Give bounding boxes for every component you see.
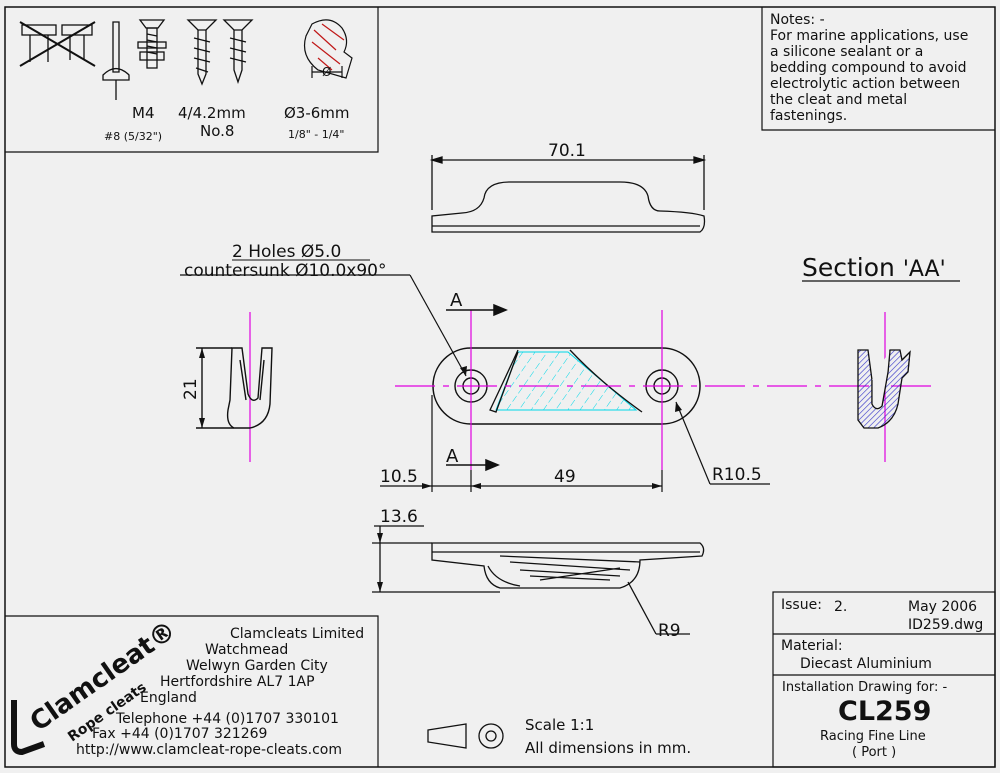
- dimension-bottom-radius: R9: [658, 621, 681, 641]
- product-description: Racing Fine Line: [820, 729, 926, 744]
- screw-number-label: No.8: [200, 122, 234, 140]
- company-box: [5, 615, 379, 767]
- section-label: Section: [802, 253, 903, 282]
- notes-line-2: a silicone sealant or a: [770, 44, 924, 60]
- issue-value: 2.: [834, 599, 848, 615]
- title-block: [772, 591, 996, 768]
- company-address-3: Hertfordshire AL7 1AP: [160, 674, 315, 690]
- section-id: 'AA': [903, 257, 946, 282]
- section-marker-top: A: [450, 290, 463, 311]
- company-telephone: Telephone +44 (0)1707 330101: [116, 711, 339, 727]
- scale-icons: [427, 723, 504, 749]
- rivet-size-label: M4: [132, 104, 155, 122]
- product-side: ( Port ): [852, 745, 897, 760]
- plan-view: [180, 274, 935, 492]
- dimension-offset: 10.5: [380, 467, 418, 487]
- section-view: [857, 349, 911, 429]
- screw-size-label: 4/4.2mm: [178, 104, 246, 122]
- countersunk-label: countersunk Ø10.0x90°: [184, 261, 387, 281]
- dimension-side-height: 21: [181, 378, 201, 400]
- fastener-legend: Ø M4 #8 (5/32") 4/4.2mm No.8 Ø3-6mm 1/8"…: [5, 7, 379, 153]
- dimension-height: 13.6: [380, 507, 418, 527]
- notes-line-3: bedding compound to avoid: [770, 60, 967, 76]
- holes-label: 2 Holes Ø5.0: [232, 242, 341, 262]
- installation-drawing-label: Installation Drawing for: -: [782, 680, 948, 695]
- notes-line-4: electrolytic action between: [770, 76, 961, 92]
- section-marker-bottom: A: [446, 446, 459, 467]
- company-address-2: Welwyn Garden City: [186, 658, 328, 674]
- rope-size-label: Ø3-6mm: [284, 104, 350, 122]
- rope-diameter-symbol: Ø: [322, 65, 331, 79]
- dimension-length: 70.1: [548, 141, 586, 161]
- issue-label: Issue:: [781, 597, 822, 613]
- dimension-end-radius: R10.5: [712, 465, 762, 485]
- crossed-screws-icon: [19, 21, 96, 67]
- notes-box: [761, 7, 995, 131]
- material-label: Material:: [781, 638, 843, 654]
- units-label: All dimensions in mm.: [525, 739, 692, 757]
- top-view: [429, 155, 707, 233]
- company-url: http://www.clamcleat-rope-cleats.com: [76, 742, 343, 758]
- rivet-icon: [102, 21, 130, 100]
- notes-line-6: fastenings.: [770, 108, 848, 124]
- company-name: Clamcleats Limited: [230, 626, 365, 642]
- rope-alt-label: 1/8" - 1/4": [288, 128, 345, 141]
- dimension-hole-spacing: 49: [554, 467, 576, 487]
- notes-line-1: For marine applications, use: [770, 28, 969, 44]
- wood-screw-icon: [186, 19, 254, 86]
- issue-date: May 2006: [908, 599, 978, 615]
- section-title: Section 'AA': [802, 253, 946, 282]
- company-fax: Fax +44 (0)1707 321269: [92, 726, 268, 742]
- notes-line-5: the cleat and metal: [770, 92, 908, 108]
- side-view: [196, 347, 273, 429]
- scale-label: Scale 1:1: [525, 716, 595, 734]
- bolt-nut-icon: [137, 19, 167, 69]
- drawing-file: ID259.dwg: [908, 617, 984, 633]
- drawing-frame: [4, 6, 996, 768]
- front-view: [372, 525, 705, 635]
- company-address-1: Watchmead: [205, 642, 289, 658]
- rope-icon: [303, 19, 353, 79]
- product-code: CL259: [838, 696, 932, 727]
- notes-heading: Notes: -: [770, 12, 825, 28]
- company-country: England: [140, 690, 197, 706]
- material-value: Diecast Aluminium: [800, 656, 932, 672]
- rivet-alt-label: #8 (5/32"): [104, 130, 162, 143]
